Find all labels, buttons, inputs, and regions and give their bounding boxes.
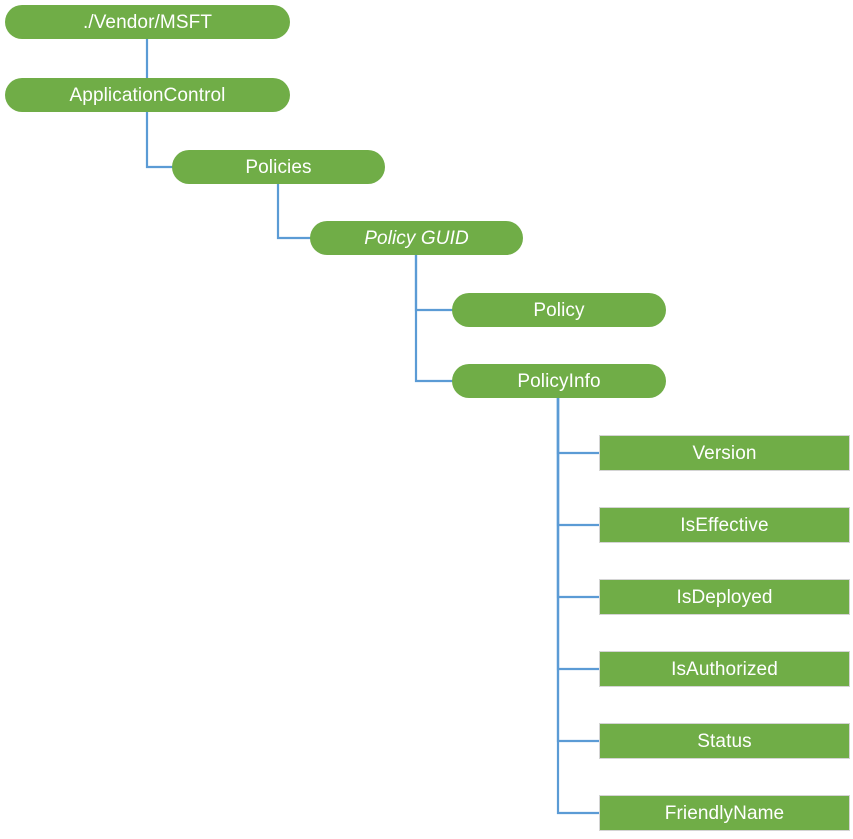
tree-node-label: Policies: [245, 156, 312, 178]
tree-edge-policy-info-to-status: [556, 396, 601, 743]
tree-node-policy-info[interactable]: PolicyInfo: [452, 364, 666, 398]
tree-node-label: Policy: [533, 299, 585, 321]
tree-edge-policy-info-to-is-authorized: [556, 396, 601, 671]
tree-edge-policy-guid-to-policy: [414, 253, 456, 312]
tree-node-policy-guid[interactable]: Policy GUID: [310, 221, 523, 255]
tree-edge-policy-info-to-version: [556, 396, 601, 455]
tree-node-policy[interactable]: Policy: [452, 293, 666, 327]
tree-edge-application-control-to-policies: [145, 110, 176, 169]
tree-node-policies[interactable]: Policies: [172, 150, 385, 184]
tree-node-is-authorized[interactable]: IsAuthorized: [599, 651, 850, 687]
tree-node-is-deployed[interactable]: IsDeployed: [599, 579, 850, 615]
tree-node-label: IsAuthorized: [671, 658, 778, 680]
tree-node-label: FriendlyName: [664, 802, 785, 824]
tree-node-label: IsEffective: [680, 514, 769, 536]
tree-node-version[interactable]: Version: [599, 435, 850, 471]
tree-node-is-effective[interactable]: IsEffective: [599, 507, 850, 543]
tree-node-label: IsDeployed: [676, 586, 773, 608]
tree-node-label: ./Vendor/MSFT: [82, 11, 213, 33]
tree-node-label: PolicyInfo: [517, 370, 601, 392]
tree-edge-policies-to-policy-guid: [276, 182, 314, 240]
tree-node-label: Version: [692, 442, 757, 464]
tree-node-vendor-msft[interactable]: ./Vendor/MSFT: [5, 5, 290, 39]
tree-node-application-control[interactable]: ApplicationControl: [5, 78, 290, 112]
tree-edge-policy-guid-to-policy-info: [414, 253, 456, 383]
tree-node-friendly-name[interactable]: FriendlyName: [599, 795, 850, 831]
tree-node-label: ApplicationControl: [69, 84, 226, 106]
tree-node-label: Status: [697, 730, 752, 752]
tree-edge-policy-info-to-friendly-name: [556, 396, 601, 815]
tree-node-label: Policy GUID: [364, 227, 469, 249]
tree-edge-policy-info-to-is-effective: [556, 396, 601, 527]
tree-edge-policy-info-to-is-deployed: [556, 396, 601, 599]
tree-node-status[interactable]: Status: [599, 723, 850, 759]
